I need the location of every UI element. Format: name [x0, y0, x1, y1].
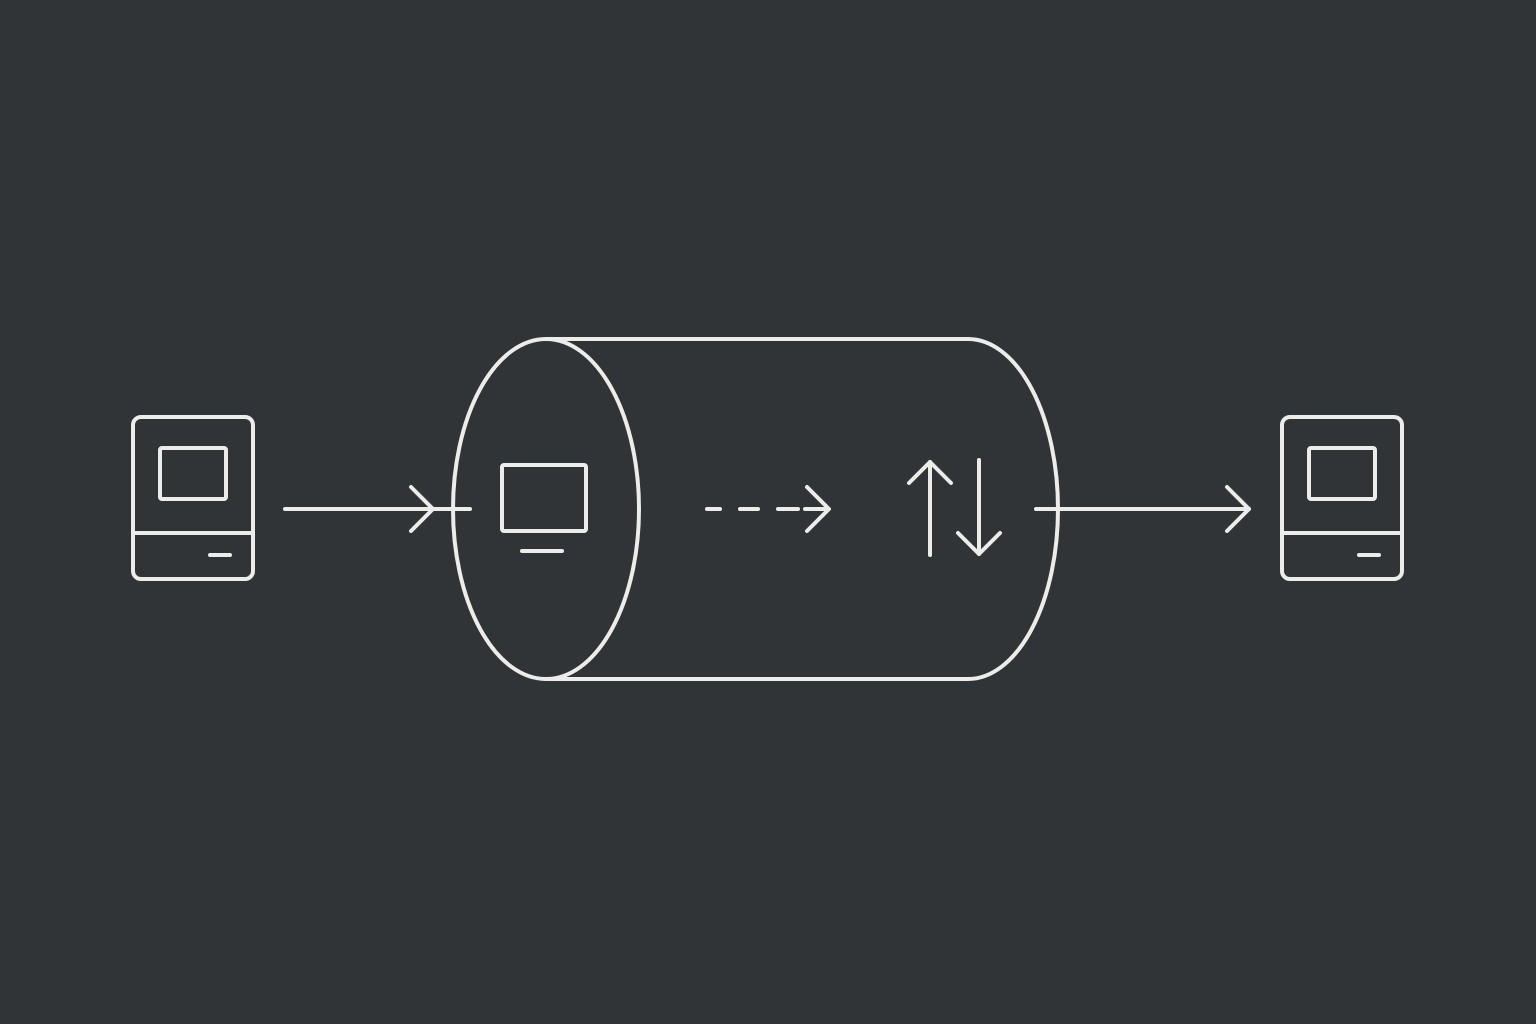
source-computer-icon — [131, 415, 255, 581]
tunnel-to-destination-arrow-icon — [1034, 485, 1251, 533]
monitor-icon — [500, 463, 588, 553]
bidirectional-arrows-icon — [907, 458, 1002, 557]
destination-computer-icon — [1280, 415, 1404, 581]
source-to-tunnel-arrow-icon — [283, 485, 472, 533]
dashed-arrow-right-icon — [705, 485, 831, 533]
